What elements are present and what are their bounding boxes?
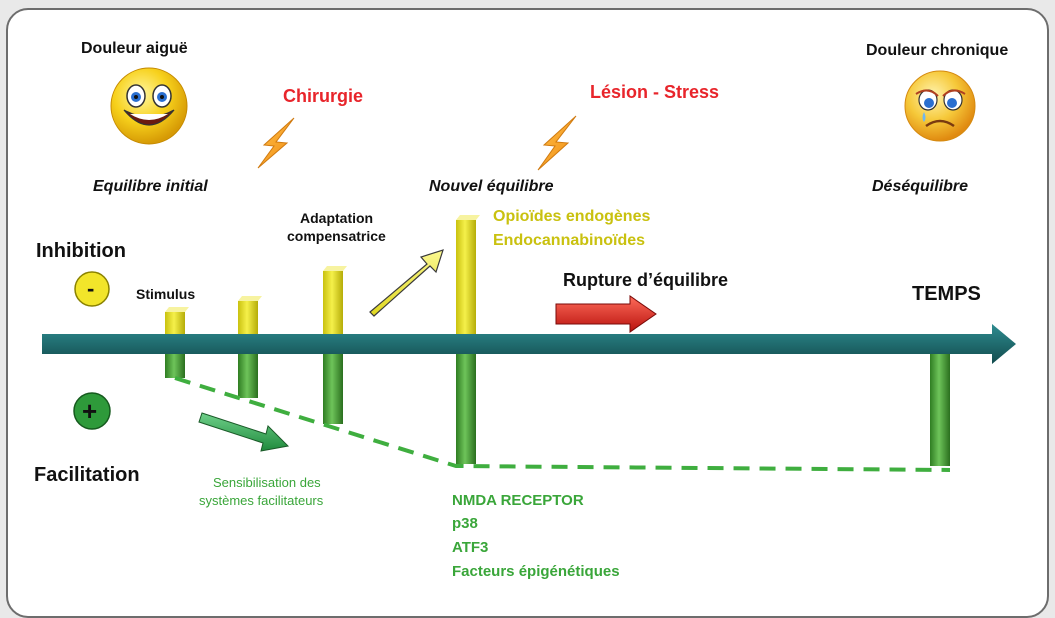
rupture-label: Rupture d’équilibre [563, 270, 729, 290]
inhibition-bars [165, 215, 480, 334]
facilitation-bar-stimulus [165, 354, 185, 378]
sensibilisation-label-line2: systèmes facilitateurs [199, 493, 324, 508]
equilibre-initial-label: Equilibre initial [93, 178, 208, 195]
facilitation-label: Facilitation [34, 464, 140, 486]
timeline-arrow [42, 324, 1016, 364]
adaptation-label-line2: compensatrice [287, 228, 386, 244]
atf3-label: ATF3 [452, 539, 489, 556]
endocannabinoides-label: Endocannabinoïdes [493, 232, 646, 249]
yellow-arrow-icon [369, 249, 444, 317]
facilitation-plus-icon [73, 392, 111, 430]
stimulus-label: Stimulus [136, 286, 196, 302]
inhibition-bar-stimulus [165, 312, 185, 334]
douleur-aigue-label: Douleur aiguë [81, 40, 188, 57]
sensibilisation-label-line1: Sensibilisation des [213, 475, 321, 490]
nmda-label: NMDA RECEPTOR [452, 492, 584, 509]
nouvel-equilibre-label: Nouvel équilibre [429, 178, 554, 195]
lightning-bolt-icon [537, 115, 577, 171]
inhibition-minus-icon [74, 271, 110, 307]
adaptation-label-line1: Adaptation [300, 210, 374, 226]
sad-smiley-icon [904, 70, 976, 142]
pain-balance-diagram [42, 67, 1016, 472]
opioides-label: Opioïdes endogènes [493, 208, 651, 225]
p38-label: p38 [452, 515, 478, 532]
lightning-bolt-icon [257, 117, 295, 169]
green-arrow-icon [198, 412, 290, 452]
happy-smiley-icon [110, 67, 188, 145]
lesion-stress-label: Lésion - Stress [590, 82, 720, 102]
desequilibre-label: Déséquilibre [872, 178, 969, 195]
facilitation-bar-2 [238, 354, 258, 398]
inhibition-bar-2 [238, 301, 258, 334]
inhibition-bar-adaptation [323, 271, 343, 334]
facilitation-bar-desequilibre [930, 354, 950, 466]
plus-sign: + [82, 396, 98, 426]
facilitation-trend-dashed-line [174, 376, 951, 472]
chirurgie-label: Chirurgie [283, 86, 364, 106]
inhibition-label: Inhibition [36, 240, 126, 262]
facilitation-bar-adaptation [323, 354, 343, 424]
temps-label: TEMPS [912, 283, 981, 305]
facilitation-bars [165, 354, 950, 466]
minus-sign: - [87, 276, 95, 301]
facilitation-bar-nouvel-equilibre [456, 354, 476, 464]
facteurs-label: Facteurs épigénétiques [452, 563, 620, 580]
douleur-chronique-label: Douleur chronique [866, 42, 1009, 59]
red-arrow-icon [555, 295, 657, 333]
inhibition-bar-nouvel-equilibre [456, 220, 476, 334]
